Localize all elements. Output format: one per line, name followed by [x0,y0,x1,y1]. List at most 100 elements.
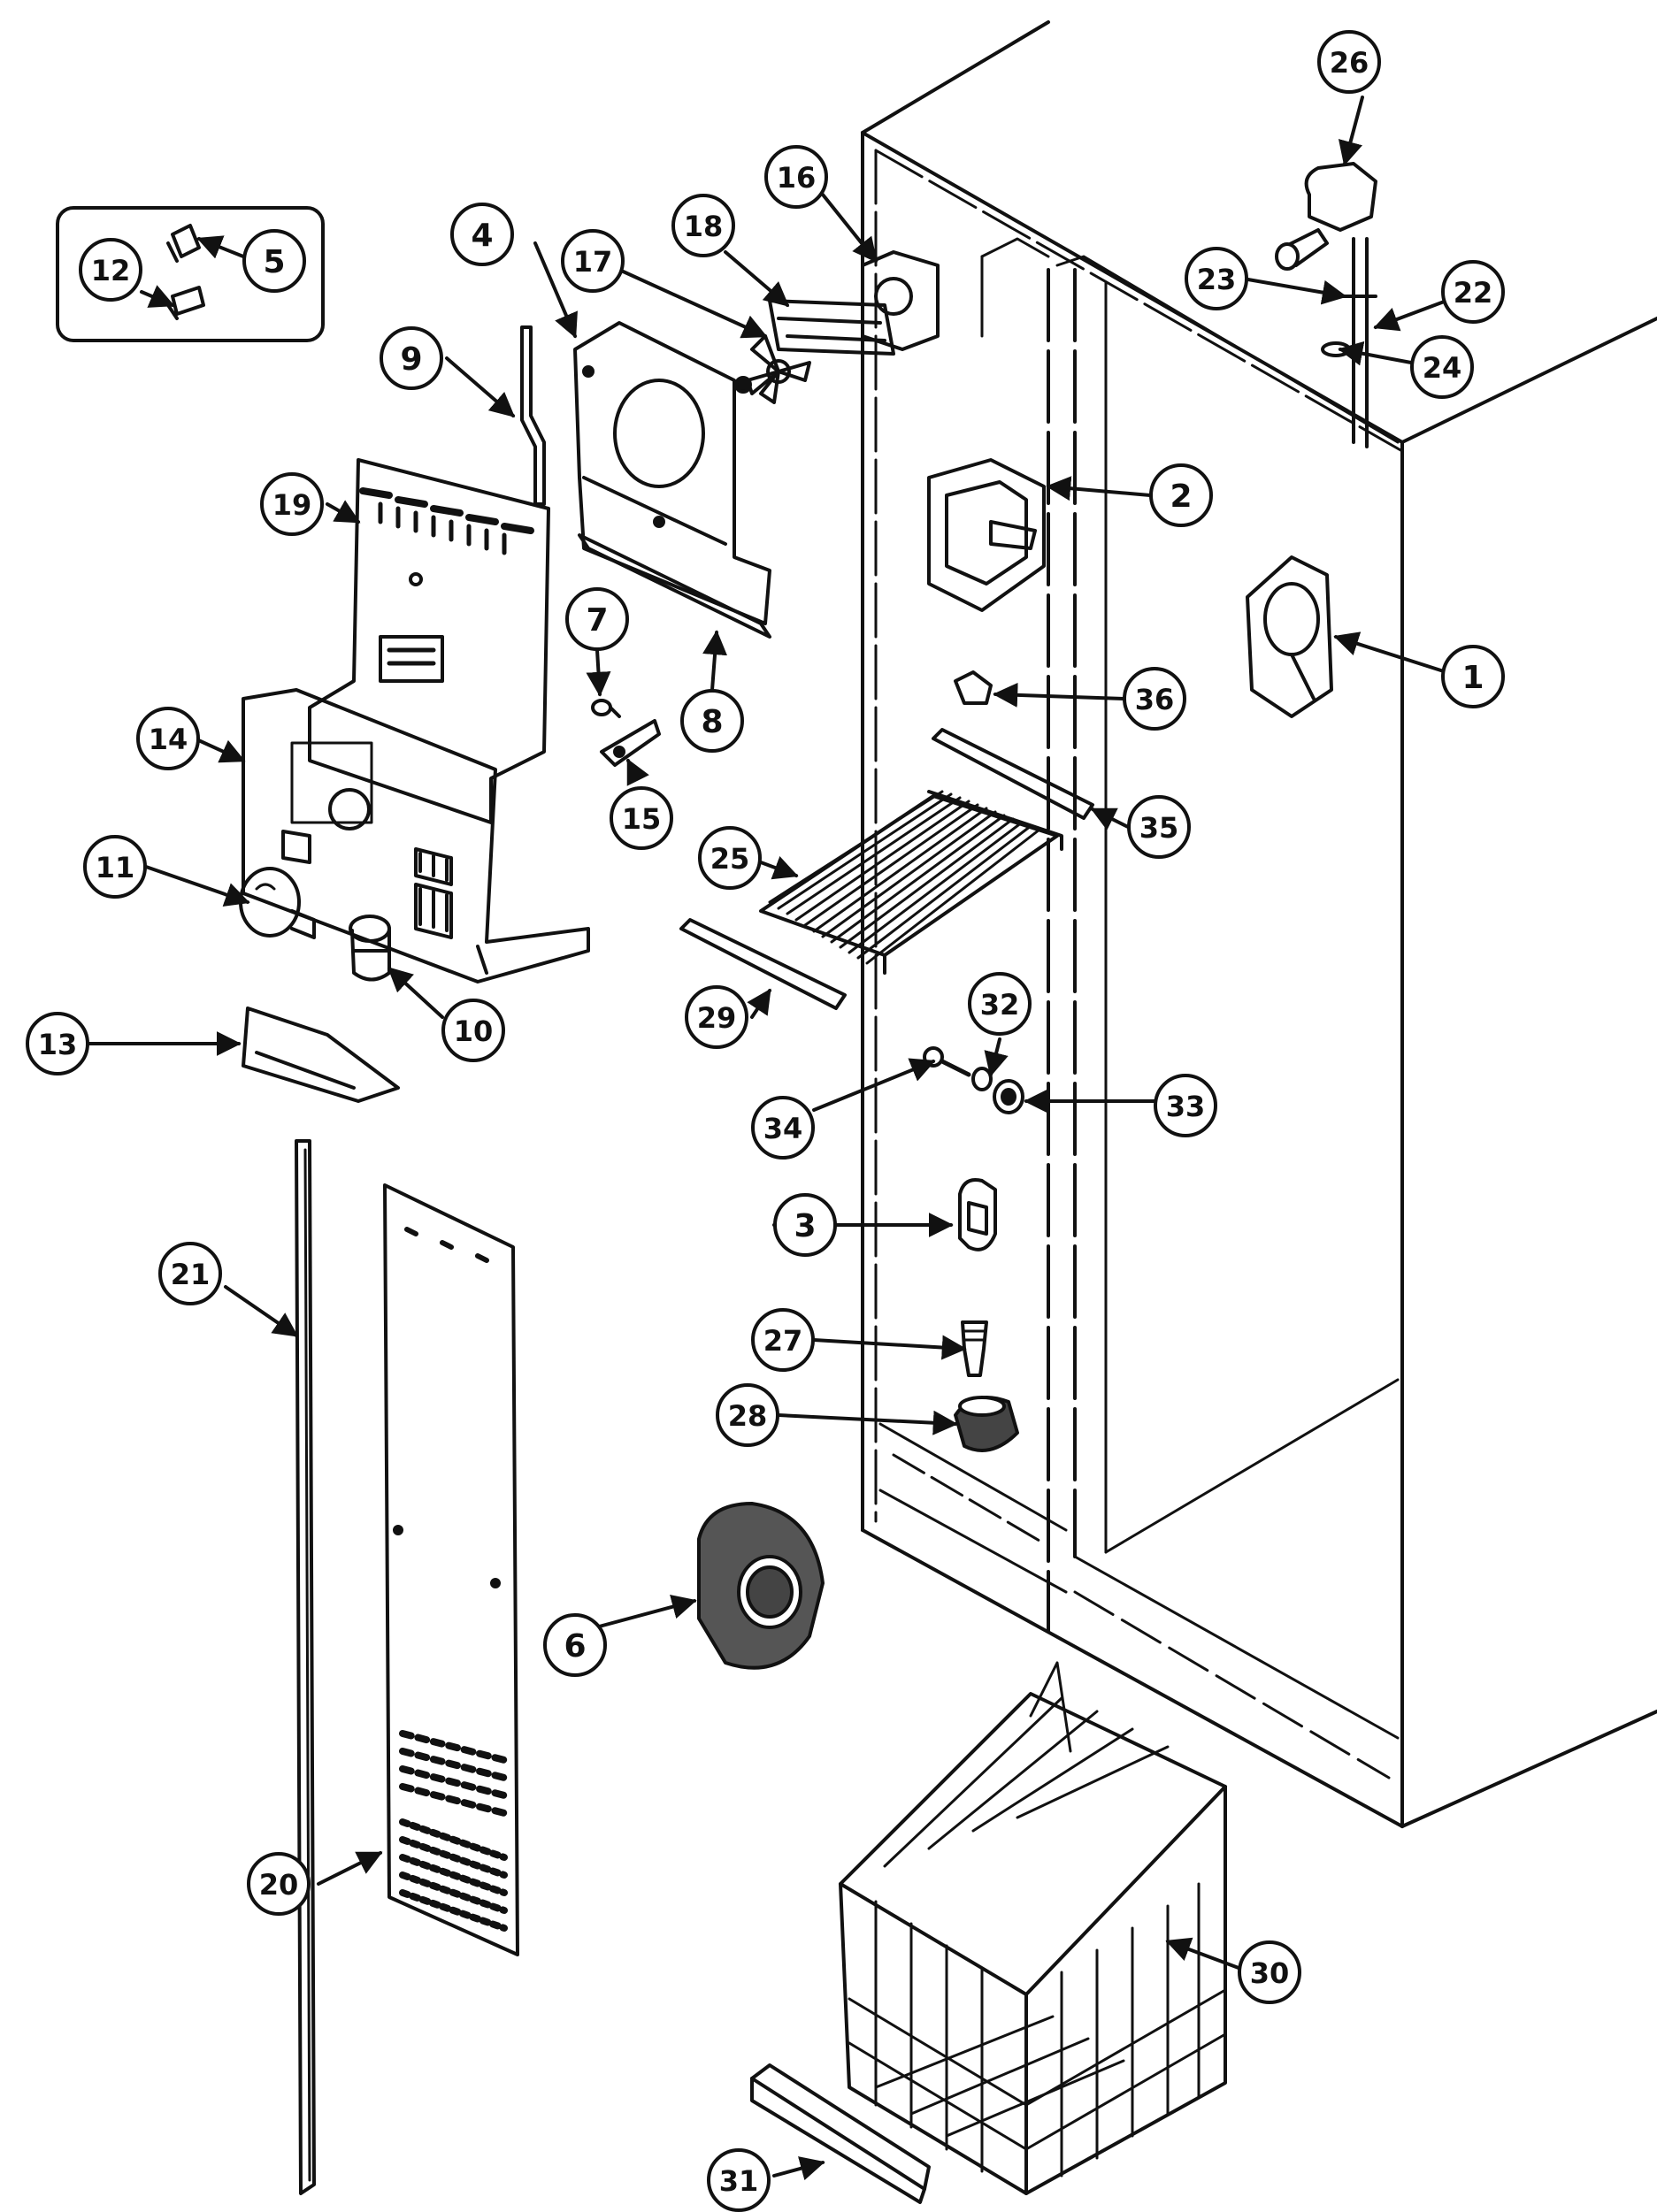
part-9-rod [520,325,546,506]
callout-14: 14 [136,707,200,770]
svg-text:31: 31 [719,2164,759,2198]
svg-text:23: 23 [1197,263,1237,296]
part-14-control-housing [242,688,590,984]
callout-6: 6 [543,1613,607,1677]
svg-text:7: 7 [586,602,608,639]
callout-7: 7 [565,587,629,651]
callout-28: 28 [716,1383,779,1447]
svg-text:33: 33 [1166,1090,1206,1123]
callout-3: 3 [773,1193,837,1257]
part-4-fan-shroud [573,321,771,625]
svg-text:22: 22 [1454,276,1493,310]
svg-text:13: 13 [38,1028,78,1061]
callout-35: 35 [1127,795,1191,859]
svg-text:10: 10 [454,1014,494,1048]
part-25-wire-shelf [759,790,1063,975]
part-26-water-valve [1275,162,1377,271]
callout-31: 31 [707,2148,771,2212]
part-13-light-shield [242,1006,400,1103]
svg-text:17: 17 [573,245,613,279]
part-30-wire-basket [839,1661,1227,2195]
part-1-fan-housing [1246,555,1333,718]
svg-text:18: 18 [684,210,724,243]
callout-27: 27 [751,1308,815,1372]
callout-17: 17 [561,229,625,293]
cabinet [861,20,1657,1828]
svg-text:6: 6 [564,1628,586,1665]
leader-lines [87,96,1448,2181]
callout-34: 34 [751,1096,815,1160]
svg-text:25: 25 [710,842,750,876]
callouts: 1 2 3 4 5 6 7 8 9 10 11 12 13 14 15 16 1… [26,30,1505,2212]
callout-10: 10 [441,999,505,1062]
svg-text:21: 21 [171,1258,211,1291]
part-32-washer [971,1067,993,1091]
part-35-shelf-rail [932,728,1094,820]
callout-22: 22 [1441,260,1505,324]
svg-text:2: 2 [1170,478,1192,515]
svg-text:5: 5 [263,244,285,280]
callout-16: 16 [764,145,828,209]
callout-29: 29 [685,985,748,1049]
svg-text:27: 27 [763,1324,803,1358]
svg-text:32: 32 [980,988,1020,1022]
callout-15: 15 [610,786,673,850]
part-3-cover [958,1178,997,1251]
part-27-plug [961,1320,988,1377]
callout-11: 11 [83,835,147,899]
svg-text:36: 36 [1135,683,1175,716]
callout-30: 30 [1238,1940,1301,2004]
part-33-nut [993,1079,1024,1114]
svg-text:29: 29 [697,1001,737,1035]
callout-19: 19 [260,472,324,536]
part-11-light-bulb [239,867,316,939]
svg-text:11: 11 [96,851,135,884]
callout-5: 5 [242,229,306,293]
callout-12: 12 [79,238,142,302]
part-19-rear-panel [308,458,550,824]
svg-text:26: 26 [1330,46,1369,80]
part-36-fitting [954,670,993,705]
callout-8: 8 [680,689,744,753]
callout-2: 2 [1149,463,1213,527]
part-20-back-panel [383,1183,519,1956]
part-2-bracket [927,458,1046,612]
part-8-strip [578,533,771,639]
part-21-side-trim [295,1139,316,2195]
callout-33: 33 [1154,1074,1217,1137]
part-15-clip [600,719,661,767]
callout-36: 36 [1123,667,1186,731]
svg-text:15: 15 [622,802,662,836]
svg-text:35: 35 [1139,811,1179,845]
callout-13: 13 [26,1012,89,1075]
callout-9: 9 [380,326,443,390]
part-31-basket-stop [750,2063,931,2204]
svg-text:12: 12 [91,254,131,287]
svg-text:14: 14 [149,723,188,756]
part-22-water-tube [1352,237,1369,448]
svg-text:9: 9 [400,341,422,378]
callout-26: 26 [1317,30,1381,94]
part-7-screw [591,699,621,718]
svg-text:8: 8 [701,704,723,740]
svg-text:28: 28 [728,1399,768,1433]
callout-1: 1 [1441,645,1505,708]
part-28-knob [954,1396,1019,1452]
svg-text:3: 3 [794,1208,816,1244]
part-6-housing [697,1502,825,1670]
svg-text:30: 30 [1250,1956,1290,1990]
svg-text:4: 4 [471,218,493,254]
callout-32: 32 [968,972,1032,1036]
callout-20: 20 [247,1852,311,1916]
callout-18: 18 [671,194,735,257]
callout-4: 4 [450,203,514,266]
callout-25: 25 [698,826,762,890]
svg-text:16: 16 [777,161,817,195]
svg-text:20: 20 [259,1868,299,1902]
part-29-shelf-rail [679,918,847,1010]
callout-21: 21 [158,1242,222,1305]
part-17-fan-blade [746,334,811,404]
svg-text:1: 1 [1461,660,1484,696]
